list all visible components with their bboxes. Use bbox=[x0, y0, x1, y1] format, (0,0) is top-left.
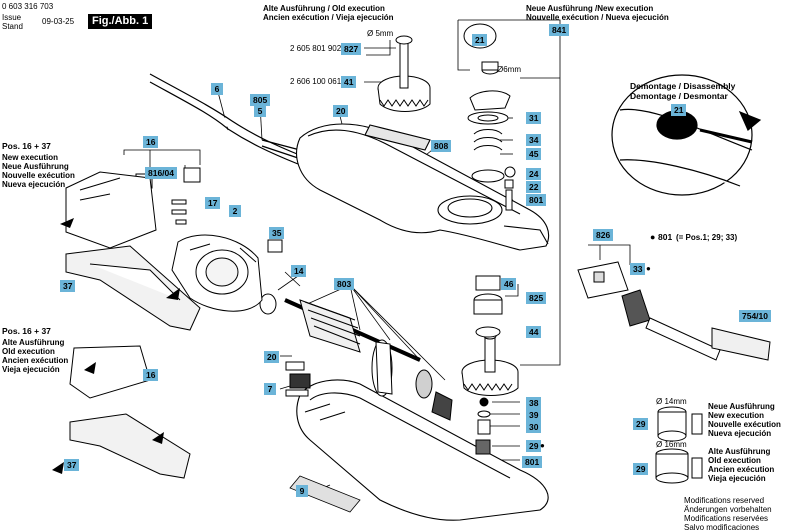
label-16-old: 16 bbox=[143, 369, 159, 381]
pos-new-line-3: Nouvelle exécution bbox=[2, 171, 75, 180]
label-37-old: 37 bbox=[64, 459, 80, 471]
label-45: 45 bbox=[526, 148, 542, 160]
label-30: 30 bbox=[526, 421, 542, 433]
new-execution-header-2: Nouvelle exécution / Nueva ejecución bbox=[526, 13, 669, 22]
note-801-text: (= Pos.1; 29; 33) bbox=[676, 233, 738, 242]
footer-4: Salvo modificaciones bbox=[684, 523, 760, 532]
pos-old-line-1: Alte Ausführung bbox=[2, 338, 65, 347]
legend-old-3: Ancien exécution bbox=[708, 465, 775, 474]
label-14: 14 bbox=[291, 265, 307, 277]
label-754-10: 754/10 bbox=[739, 310, 771, 322]
note-801-label: 801 bbox=[658, 232, 673, 242]
label-803: 803 bbox=[334, 278, 355, 290]
issue-label: Issue bbox=[2, 13, 22, 22]
pos-old-line-4: Vieja ejecución bbox=[2, 365, 60, 374]
pos-old-line-3: Ancien exécution bbox=[2, 356, 69, 365]
part-number-827: 2 605 801 902 bbox=[290, 44, 342, 53]
figure-badge: Fig./Abb. 1 bbox=[88, 14, 153, 29]
label-44: 44 bbox=[526, 326, 542, 338]
pos-new-line-4: Nueva ejecución bbox=[2, 180, 66, 189]
legend-new-1: Neue Ausführung bbox=[708, 402, 775, 411]
label-6: 6 bbox=[211, 83, 223, 95]
legend-new-4: Nueva ejecución bbox=[708, 429, 772, 438]
dim-16mm: Ø 16mm bbox=[656, 440, 687, 449]
label-41: 41 bbox=[341, 76, 357, 88]
part-number-41: 2 606 100 061 bbox=[290, 77, 342, 86]
label-825: 825 bbox=[526, 292, 547, 304]
label-39: 39 bbox=[526, 409, 542, 421]
old-execution-header-2: Ancien exécution / Vieja ejecución bbox=[263, 13, 394, 22]
label-29-bullet: ● bbox=[540, 441, 545, 450]
label-29-old: 29 bbox=[633, 463, 649, 475]
label-801-bottom: 801 bbox=[522, 456, 543, 468]
label-816-04: 816/04 bbox=[145, 167, 177, 179]
label-37-new: 37 bbox=[60, 280, 76, 292]
pos-old-title: Pos. 16 + 37 bbox=[2, 326, 51, 336]
label-20-top: 20 bbox=[333, 105, 349, 117]
label-841: 841 bbox=[549, 24, 570, 36]
dim-6mm: Ø6mm bbox=[497, 65, 521, 74]
disassembly-title-2: Demontage / Desmontar bbox=[630, 91, 728, 101]
label-2: 2 bbox=[229, 205, 241, 217]
label-46: 46 bbox=[501, 278, 517, 290]
label-24: 24 bbox=[526, 168, 542, 180]
footer-1: Modifications reserved bbox=[684, 496, 765, 505]
label-5: 5 bbox=[254, 105, 266, 117]
dim-5mm: Ø 5mm bbox=[367, 29, 394, 38]
new-execution-header-1: Neue Ausführung /New execution bbox=[526, 4, 654, 13]
doc-number: 0 603 316 703 bbox=[2, 2, 54, 11]
disassembly-title-1: Demontage / Disassembly bbox=[630, 81, 736, 91]
label-21-disassembly: 21 bbox=[671, 104, 687, 116]
label-16-new: 16 bbox=[143, 136, 159, 148]
label-826: 826 bbox=[593, 229, 614, 241]
label-827: 827 bbox=[341, 43, 362, 55]
pos-new-line-1: New execution bbox=[2, 153, 59, 162]
label-808: 808 bbox=[431, 140, 452, 152]
label-22: 22 bbox=[526, 181, 542, 193]
label-17: 17 bbox=[205, 197, 221, 209]
issue-date: 09-03-25 bbox=[42, 17, 75, 26]
label-29-center: 29 bbox=[526, 440, 542, 452]
label-20-left: 20 bbox=[264, 351, 280, 363]
label-33: 33 bbox=[630, 263, 646, 275]
pos-new-title: Pos. 16 + 37 bbox=[2, 141, 51, 151]
legend-old-1: Alte Ausführung bbox=[708, 447, 771, 456]
pos-new-line-2: Neue Ausführung bbox=[2, 162, 69, 171]
label-21-top: 21 bbox=[472, 34, 488, 46]
note-801-bullet: ● bbox=[650, 232, 656, 242]
legend-old-4: Vieja ejecución bbox=[708, 474, 766, 483]
label-9: 9 bbox=[296, 485, 308, 497]
label-805: 805 bbox=[250, 94, 271, 106]
stand-label: Stand bbox=[2, 22, 23, 31]
label-801-top: 801 bbox=[526, 194, 547, 206]
old-execution-header-1: Alte Ausführung / Old execution bbox=[263, 4, 385, 13]
label-7: 7 bbox=[264, 383, 276, 395]
pos-old-line-2: Old execution bbox=[2, 347, 55, 356]
legend-new-3: Nouvelle exécution bbox=[708, 420, 781, 429]
label-31: 31 bbox=[526, 112, 542, 124]
label-33-bullet: ● bbox=[646, 264, 651, 273]
label-34: 34 bbox=[526, 134, 542, 146]
legend-new-2: New execution bbox=[708, 411, 765, 420]
label-38: 38 bbox=[526, 397, 542, 409]
legend-old-2: Old execution bbox=[708, 456, 761, 465]
label-29-new: 29 bbox=[633, 418, 649, 430]
label-35: 35 bbox=[269, 227, 285, 239]
footer-2: Änderungen vorbehalten bbox=[684, 505, 772, 514]
footer-3: Modifications reservées bbox=[684, 514, 769, 523]
dim-14mm: Ø 14mm bbox=[656, 397, 687, 406]
